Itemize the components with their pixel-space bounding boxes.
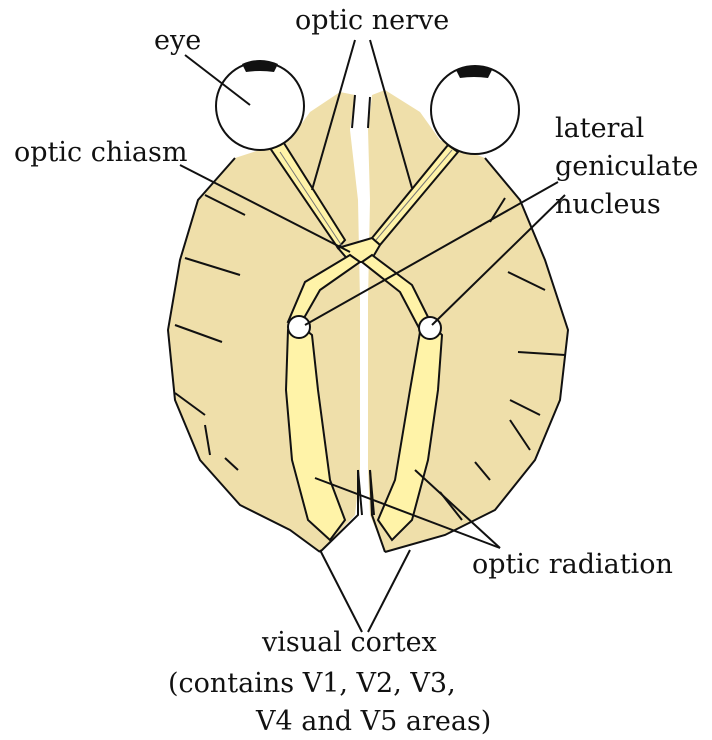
label-eye: eye xyxy=(154,22,201,60)
lgn-left xyxy=(288,316,310,338)
label-lgn-line3: nucleus xyxy=(555,186,698,224)
label-visual-cortex-note-line2: V4 and V5 areas) xyxy=(256,703,491,740)
eyes xyxy=(216,60,519,154)
leader-visual-cortex-left xyxy=(320,550,362,632)
brain xyxy=(168,90,568,552)
label-lateral-geniculate-nucleus: lateral geniculate nucleus xyxy=(555,110,698,224)
label-optic-radiation: optic radiation xyxy=(472,546,673,584)
leader-visual-cortex-right xyxy=(368,550,410,632)
label-lgn-line2: geniculate xyxy=(555,148,698,186)
label-visual-cortex-note-line1: (contains V1, V2, V3, xyxy=(168,665,456,703)
eye-right xyxy=(431,66,519,154)
label-visual-cortex: visual cortex xyxy=(262,624,437,662)
eye-left xyxy=(216,60,304,150)
label-optic-nerve: optic nerve xyxy=(295,2,449,40)
pupil-left xyxy=(242,60,278,72)
label-optic-chiasm: optic chiasm xyxy=(14,134,187,172)
label-lgn-line1: lateral xyxy=(555,110,698,148)
